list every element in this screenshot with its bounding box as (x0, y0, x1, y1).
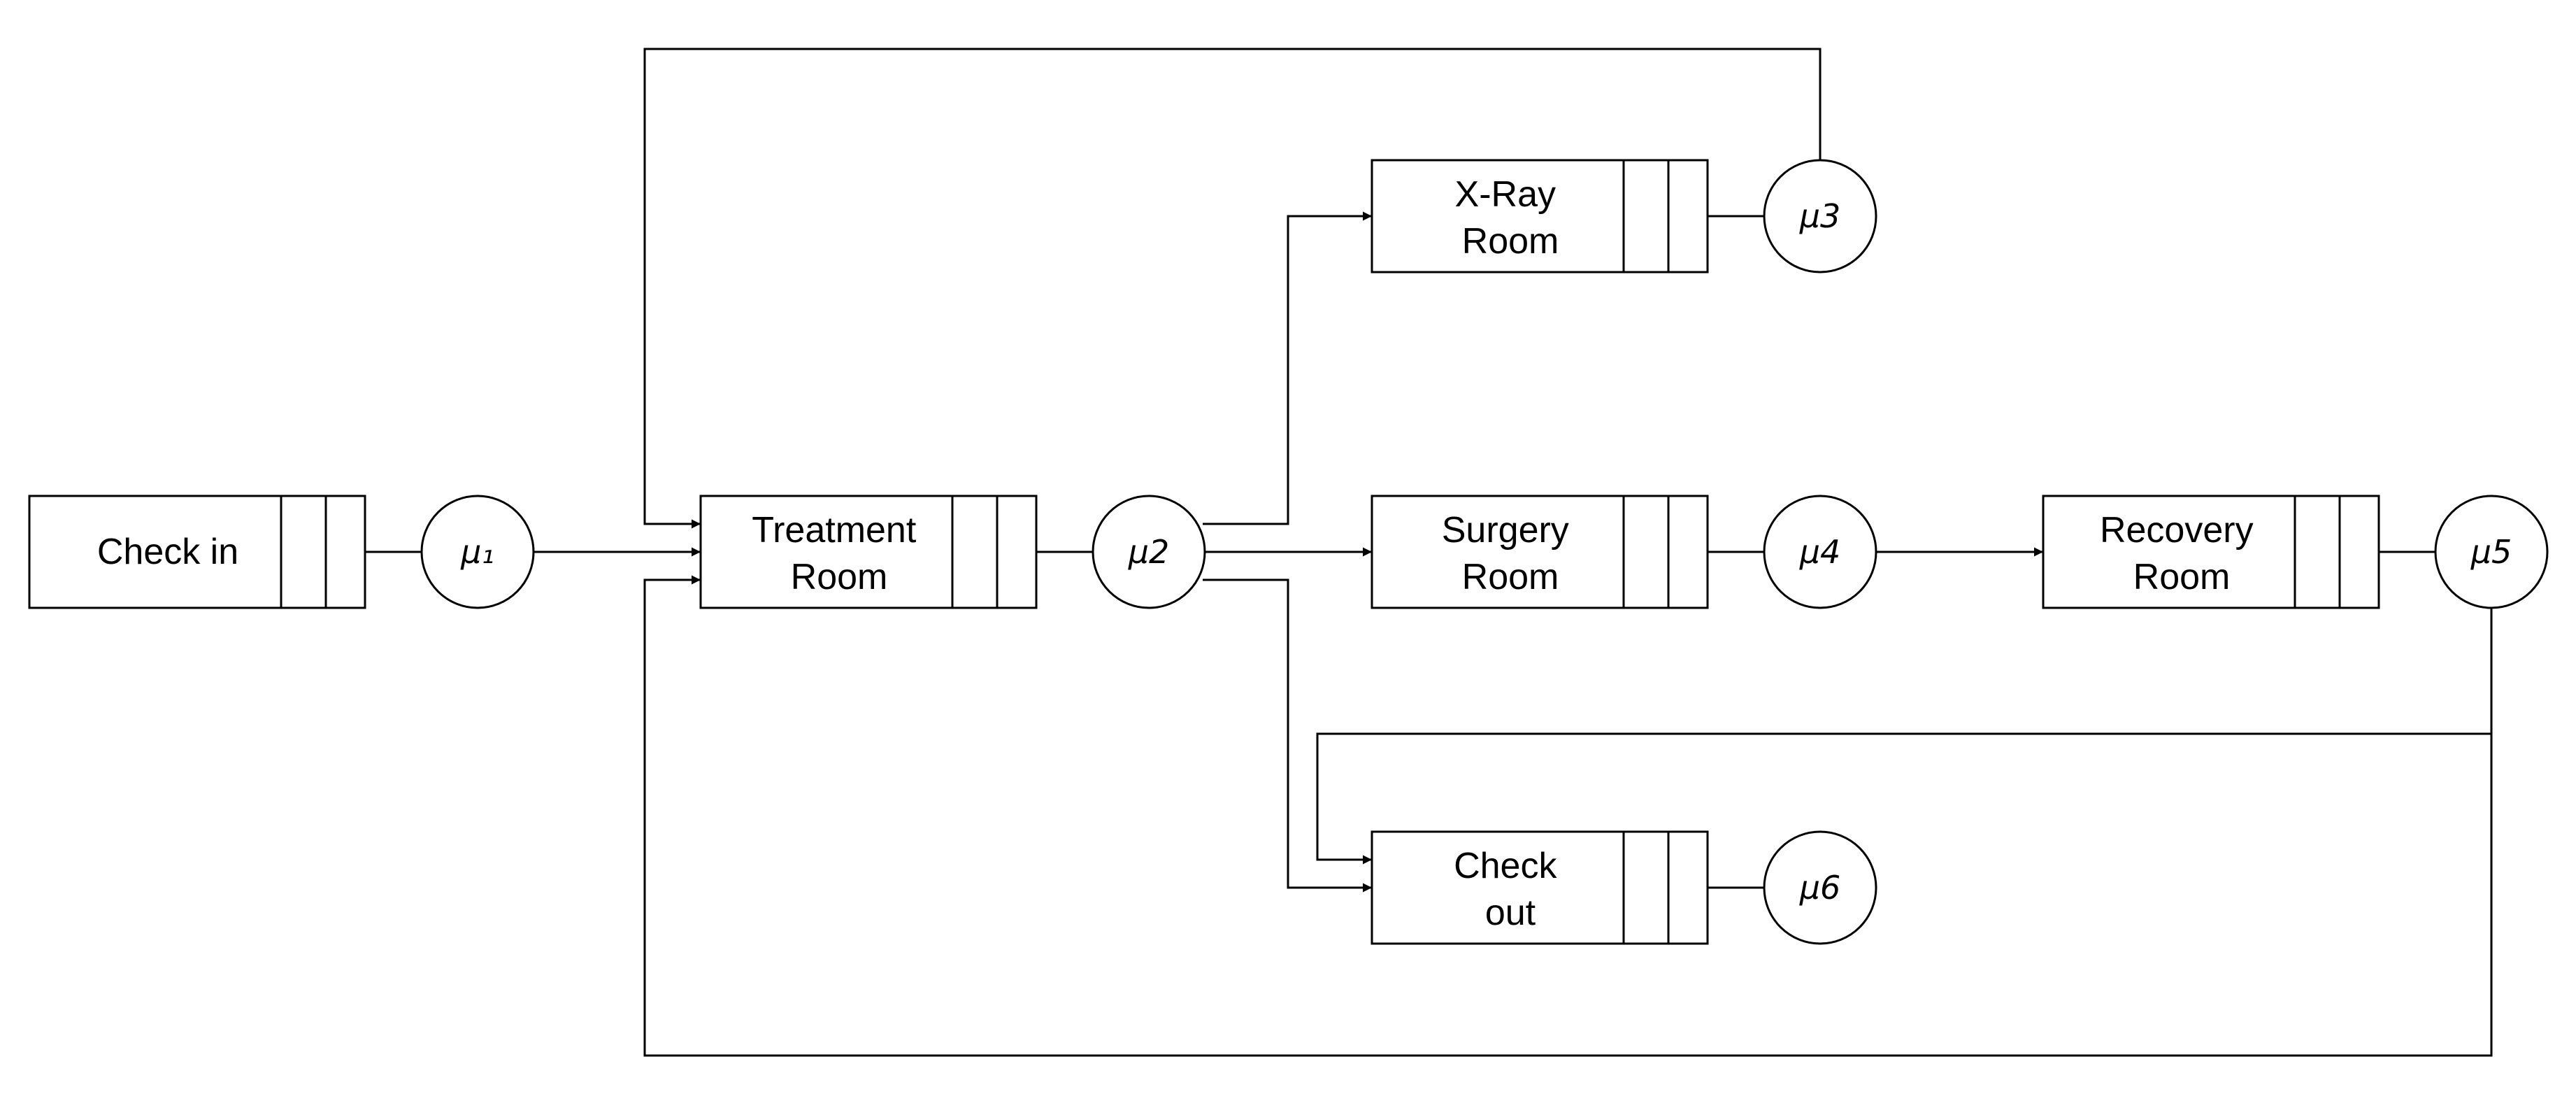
server-label: μ3 (1799, 197, 1841, 235)
queue-treatment-room: Treatment Room (699, 495, 1038, 609)
server-4: μ4 (1763, 495, 1877, 609)
arrow-s2-to-xray (1203, 211, 1372, 525)
queue-check-out: Check out (1371, 830, 1709, 945)
arrow-s3-feedback-to-treatment (643, 48, 1822, 529)
server-label: μ4 (1799, 533, 1841, 571)
queue-label: X-Ray Room (1455, 174, 1566, 262)
server-label: μ₁ (460, 533, 494, 571)
queue-label: Recovery Room (2100, 510, 2263, 597)
queue-label: Check out (1454, 846, 1567, 933)
arrow-s5-feedback-to-treatment (643, 575, 2493, 1057)
server-label: μ6 (1799, 869, 1841, 907)
server-1: μ₁ (420, 495, 535, 609)
queue-surgery-room: Surgery Room (1371, 495, 1709, 609)
queue-label: Check in (97, 532, 238, 572)
server-3: μ3 (1763, 159, 1877, 274)
queue-label: Treatment Room (752, 510, 926, 597)
edges (365, 48, 2493, 1057)
server-6: μ6 (1763, 830, 1877, 945)
server-label: μ2 (1128, 533, 1170, 571)
arrow-s2-to-checkout (1203, 578, 1372, 893)
queue-recovery-room: Recovery Room (2042, 495, 2380, 609)
queue-check-in: Check in (28, 495, 366, 609)
server-2: μ2 (1092, 495, 1206, 609)
server-label: μ5 (2470, 533, 2512, 571)
server-5: μ5 (2434, 495, 2549, 609)
queue-label: Surgery Room (1442, 510, 1580, 597)
arrow-s5-to-checkout (1316, 608, 2493, 865)
queue-xray-room: X-Ray Room (1371, 159, 1709, 274)
